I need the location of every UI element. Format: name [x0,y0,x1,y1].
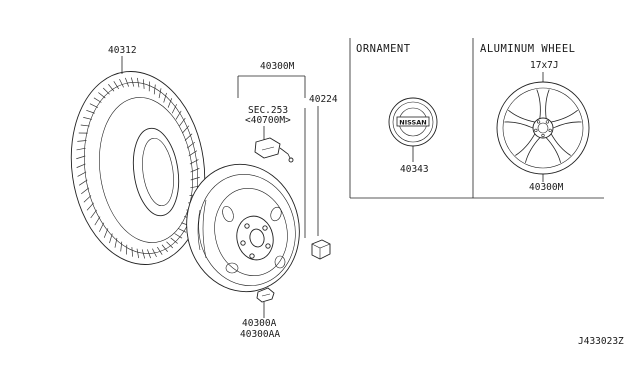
tread-groove [94,216,101,226]
nissan-badge-bar [396,116,430,127]
tread-groove [190,168,200,173]
alloy-spoke [525,137,541,163]
balance-weight[interactable] [256,287,275,303]
tread-groove [166,241,174,249]
tread-groove [76,155,86,160]
tread-groove [81,187,90,195]
tire[interactable] [59,63,217,273]
tread-groove [102,87,110,95]
tread-groove [113,81,120,90]
tread-groove [163,92,167,103]
tread-groove [182,125,190,134]
valve-sec-sub-label: <40700M> [245,115,291,126]
tread-groove [153,84,156,95]
tread-groove [90,209,97,219]
ornament[interactable]: NISSAN [388,97,438,147]
alloy-spoke [550,133,571,156]
tread-groove [174,233,183,239]
ornament-panel-title: ORNAMENT [356,43,411,55]
tread-groove [114,237,118,248]
steel-wheel[interactable] [175,154,311,302]
diagram-id: J433023Z [578,336,624,347]
tread-groove [184,133,193,141]
alloy-spoke [552,121,582,129]
aluminum-wheel-part-label: 40300M [529,182,564,193]
wheel-nut[interactable] [311,239,331,260]
tread-groove [143,79,145,89]
tread-groove [99,222,105,232]
tread-groove [78,179,88,186]
alloy-spoke [550,109,578,123]
tread-groove [86,109,95,114]
valve-sec-label: SEC.253 [248,105,288,116]
alloy-lug-hole [548,128,552,132]
panel-frame [349,38,604,199]
tread-groove [161,244,168,252]
tread-groove [76,147,86,151]
tread-groove [77,140,87,142]
alloy-spoke [504,121,534,129]
tread-groove [86,202,94,211]
aluminum-wheel[interactable] [496,81,590,175]
tread-groove [158,88,162,99]
alloy-lug-hole [545,120,550,124]
tread-pattern [76,77,200,259]
tread-groove [152,248,157,258]
tread-groove [178,228,187,233]
balance-weight-label-2: 40300AA [240,329,280,340]
tread-groove [108,84,115,92]
tread-groove [83,117,93,120]
alloy-lug-hole [541,133,545,138]
aluminum-size-label: 17x7J [530,60,559,71]
alloy-spoke [545,89,550,119]
steel-wheel-part-label: 40300M [260,61,295,72]
tread-groove [89,103,98,108]
tread-groove [190,176,200,181]
tire-part-label: 40312 [108,45,137,56]
tread-groove [125,77,129,87]
aluminum-wheel-spokes [504,89,582,163]
tread-groove [119,78,124,88]
tread-groove [77,171,87,177]
valve-part-label: 40224 [309,94,338,105]
tread-groove [188,150,198,157]
nissan-badge-text: NISSAN [399,119,426,127]
tread-groove [147,249,151,259]
aluminum-wheel-lugs [534,120,552,138]
tread-groove [130,77,135,87]
steel-wheel-bracket [237,75,306,238]
aluminum-panel-title: ALUMINUM WHEEL [480,43,576,55]
tread-groove [120,241,123,252]
tread-groove [141,249,146,259]
tread-groove [76,163,86,168]
alloy-spoke [545,137,561,163]
tread-groove [98,92,106,99]
alloy-spoke [536,89,541,119]
alloy-spoke [508,109,536,123]
tread-groove [137,77,140,88]
tpms-sensor[interactable] [254,137,294,163]
tread-groove [179,117,186,127]
tread-groove [171,104,177,114]
tread-groove [175,110,182,120]
tread-groove [80,124,90,127]
balance-weight-label-1: 40300A [242,318,277,329]
tread-groove [186,141,195,149]
alloy-lug-hole [536,120,541,124]
tread-groove [131,247,133,257]
tread-groove [189,159,199,165]
ornament-part-label: 40343 [400,164,429,175]
tread-groove [93,97,102,103]
tread-groove [156,246,163,255]
tread-groove [170,237,178,244]
alloy-spoke [515,133,536,156]
tread-groove [167,98,173,108]
tread-groove [83,195,92,203]
tread-groove [136,248,139,259]
alloy-lug-hole [534,128,538,132]
tread-groove [109,233,113,244]
tread-groove [103,228,109,238]
